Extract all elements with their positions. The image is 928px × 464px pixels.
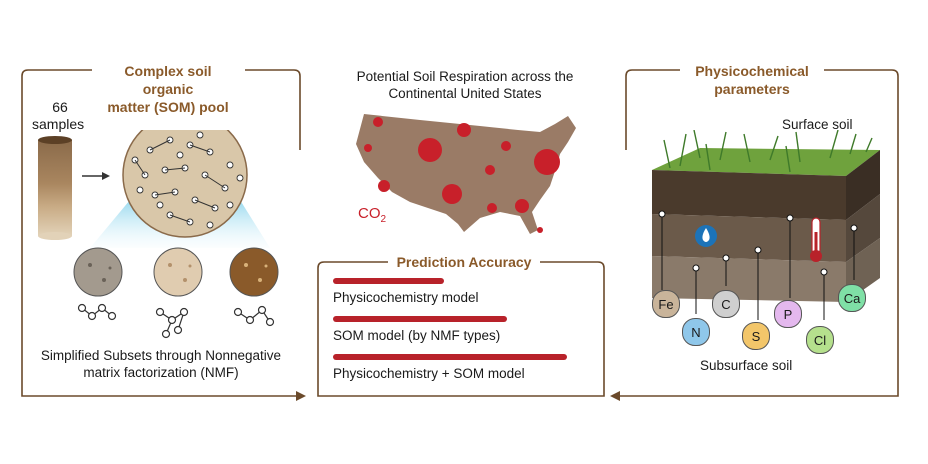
soil-core: [38, 136, 72, 240]
element-badge-n: N: [682, 318, 710, 346]
subset-circle-3: [229, 247, 279, 297]
element-badge-ca: Ca: [838, 284, 866, 312]
accuracy-bar-1: [333, 278, 444, 284]
accuracy-bar-3: [333, 354, 567, 360]
accuracy-bar-2: [333, 316, 507, 322]
model-label-2: SOM model (by NMF types): [333, 328, 501, 343]
element-badge-s: S: [742, 322, 770, 350]
right-arrow-head: [610, 391, 620, 401]
element-badge-fe: Fe: [652, 290, 680, 318]
nmf-caption-line2: matrix factorization (NMF): [83, 365, 239, 380]
physicochemical-title: Physicochemical parameters: [680, 62, 824, 98]
surface-soil-label: Surface soil: [782, 117, 853, 132]
right-frame: [625, 69, 680, 150]
arrow-icon: [102, 172, 110, 180]
sample-count: 66: [52, 99, 68, 115]
sample-word: samples: [32, 116, 85, 132]
molecule-structures: [77, 303, 275, 339]
right-frame-main: [616, 69, 899, 397]
center-frame: [317, 261, 605, 397]
map-title: Potential Soil Respiration across the Co…: [330, 68, 600, 102]
nmf-caption-line1: Simplified Subsets through Nonnegative: [40, 348, 282, 363]
element-badge-p: P: [774, 300, 802, 328]
element-leader-lines: [658, 210, 858, 320]
nmf-caption: Simplified Subsets through Nonnegative m…: [26, 347, 296, 381]
map-title-line1: Potential Soil Respiration across the: [356, 69, 574, 84]
left-frame-right: [245, 69, 301, 150]
element-badge-c: C: [712, 290, 740, 318]
subset-circle-1: [73, 247, 123, 297]
element-badge-cl: Cl: [806, 326, 834, 354]
left-frame: [21, 69, 300, 397]
som-title-line1: Complex soil organic: [124, 63, 212, 97]
subsurface-soil-label: Subsurface soil: [700, 358, 793, 373]
subset-circle-2: [153, 247, 203, 297]
model-label-1: Physicochemistry model: [333, 290, 479, 305]
molecule-dots: [131, 131, 244, 229]
us-respiration-map: [356, 114, 576, 234]
thermometer-icon: [810, 217, 822, 262]
physico-title-line2: parameters: [714, 81, 790, 97]
model-label-3: Physicochemistry + SOM model: [333, 366, 525, 381]
co2-label: CO2: [358, 205, 387, 225]
som-title-line2: matter (SOM) pool: [107, 99, 229, 115]
som-illustration: [38, 130, 279, 339]
respiration-bubbles: [364, 117, 560, 233]
water-drop-icon: [695, 225, 717, 247]
left-arrow-head: [296, 391, 306, 401]
grass-blades: [663, 130, 873, 173]
som-pool-title: Complex soil organic matter (SOM) pool: [92, 62, 244, 116]
prediction-accuracy-title: Prediction Accuracy: [388, 253, 540, 271]
soil-block-illustration: [652, 130, 880, 320]
physico-title-line1: Physicochemical: [695, 63, 809, 79]
map-title-line2: Continental United States: [388, 86, 542, 101]
